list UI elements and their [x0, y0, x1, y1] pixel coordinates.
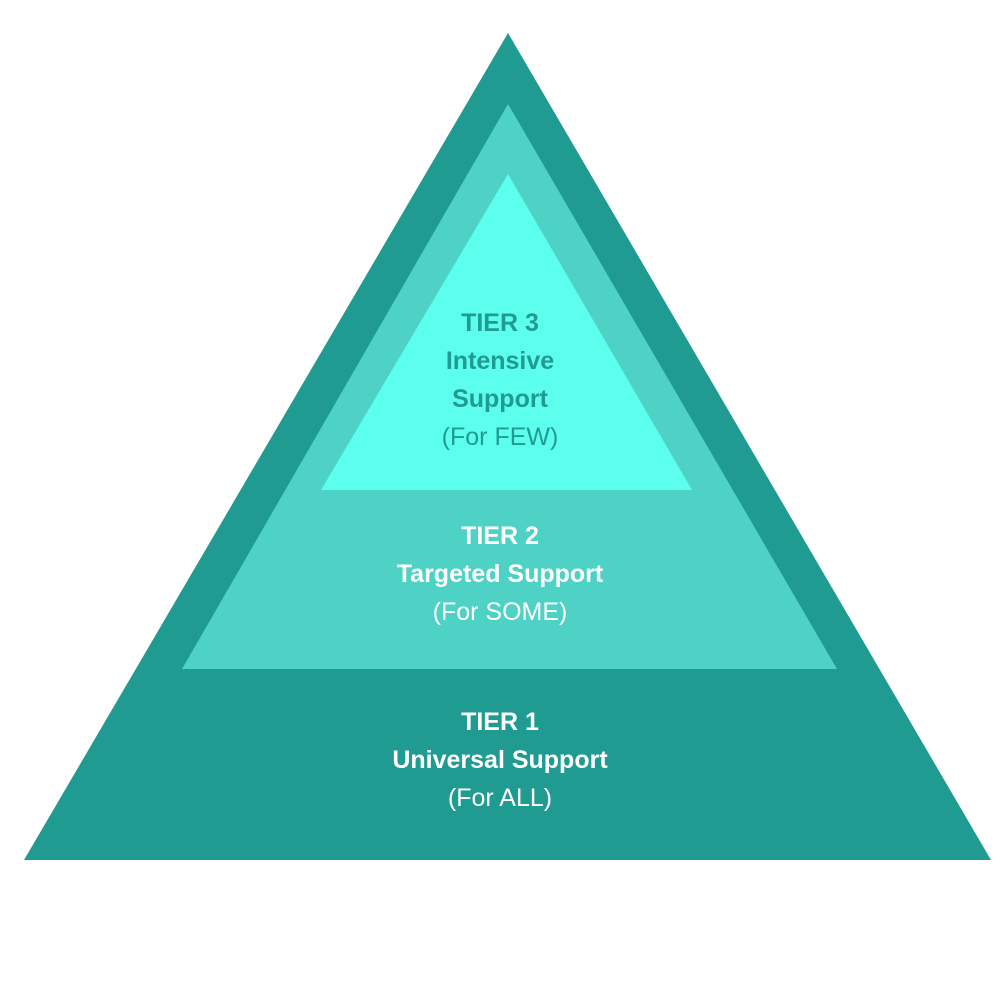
tier-3-shape — [321, 174, 692, 490]
tier-1-name: Universal Support — [392, 746, 608, 774]
tier-3-name-line-2: Support — [452, 385, 548, 413]
tier-2-audience: (For SOME) — [432, 598, 568, 626]
tier-2-name: Targeted Support — [396, 560, 604, 588]
tier-3-audience: (For FEW) — [441, 423, 559, 451]
tier-2-label: TIER 2 Targeted Support (For SOME) — [0, 517, 1000, 631]
tier-3-title: TIER 3 — [461, 309, 539, 337]
tier-2-title: TIER 2 — [461, 522, 539, 550]
tier-1-title: TIER 1 — [461, 708, 539, 736]
tier-1-label: TIER 1 Universal Support (For ALL) — [0, 703, 1000, 817]
tier-1-audience: (For ALL) — [447, 784, 553, 812]
tier-3-label: TIER 3 Intensive Support (For FEW) — [0, 304, 1000, 456]
tier-3-name-line-1: Intensive — [445, 347, 555, 375]
